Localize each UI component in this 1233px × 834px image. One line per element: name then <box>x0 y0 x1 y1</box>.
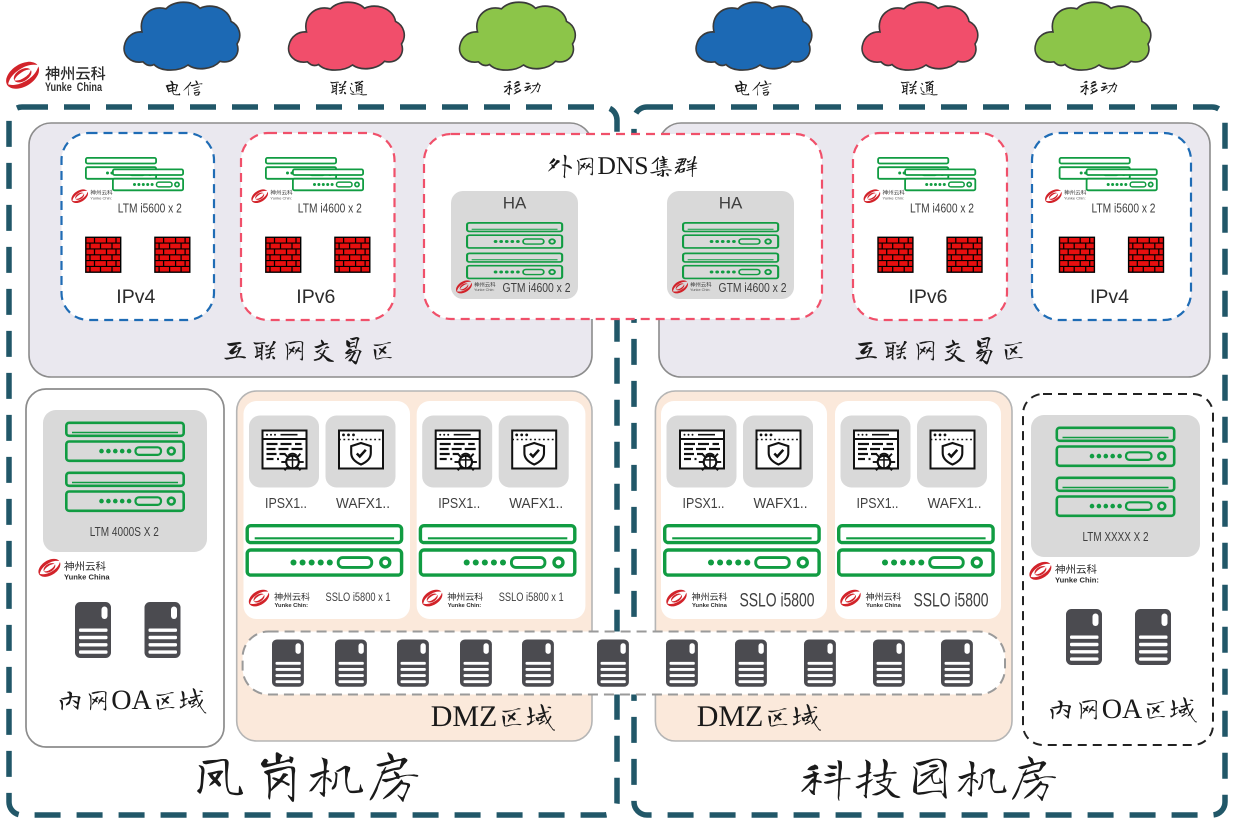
svg-text:LTM i4600 x 2: LTM i4600 x 2 <box>298 201 362 216</box>
svg-text:LTM XXXX X 2: LTM XXXX X 2 <box>1083 529 1149 544</box>
svg-text:HA: HA <box>719 194 743 213</box>
svg-text:SSLO i5800 x 1: SSLO i5800 x 1 <box>326 590 391 604</box>
svg-text:HA: HA <box>503 194 527 213</box>
svg-text:LTM i4600 x 2: LTM i4600 x 2 <box>910 201 974 216</box>
svg-text:LTM i5600 x 2: LTM i5600 x 2 <box>118 201 182 216</box>
svg-text:LTM 4000S X 2: LTM 4000S X 2 <box>90 524 159 539</box>
svg-text:GTM i4600 x 2: GTM i4600 x 2 <box>503 280 571 295</box>
svg-text:Yunke Chin:: Yunke Chin: <box>690 288 710 292</box>
svg-text:Yunke China: Yunke China <box>64 573 110 582</box>
svg-text:WAFX1..: WAFX1.. <box>336 495 390 512</box>
svg-text:WAFX1..: WAFX1.. <box>509 495 563 512</box>
svg-text:SSLO i5800 x 1: SSLO i5800 x 1 <box>499 590 564 604</box>
svg-text:IPv6: IPv6 <box>296 286 335 308</box>
svg-text:WAFX1..: WAFX1.. <box>754 495 808 512</box>
svg-text:Yunke Chin:: Yunke Chin: <box>1064 195 1086 200</box>
svg-text:GTM i4600 x 2: GTM i4600 x 2 <box>719 280 787 295</box>
svg-text:IPSX1..: IPSX1.. <box>265 495 307 512</box>
svg-text:IPv4: IPv4 <box>116 286 155 308</box>
svg-text:Yunke Chin:: Yunke Chin: <box>270 195 292 200</box>
svg-text:LTM i5600 x 2: LTM i5600 x 2 <box>1092 201 1156 216</box>
svg-text:Yunke Chin:: Yunke Chin: <box>448 603 482 609</box>
svg-text:IPSX1..: IPSX1.. <box>857 495 899 512</box>
svg-text:Yunke China: Yunke China <box>692 603 728 609</box>
svg-text:Yunke Chin:: Yunke Chin: <box>883 195 905 200</box>
svg-text:IPv6: IPv6 <box>908 286 947 308</box>
svg-text:IPv4: IPv4 <box>1090 286 1129 308</box>
svg-text:Yunke China: Yunke China <box>866 603 902 609</box>
svg-text:WAFX1..: WAFX1.. <box>928 495 982 512</box>
svg-text:Yunke China: Yunke China <box>45 80 102 94</box>
svg-text:Yunke Chin:: Yunke Chin: <box>474 288 494 292</box>
svg-text:Yunke Chin:: Yunke Chin: <box>90 195 112 200</box>
svg-text:IPSX1..: IPSX1.. <box>438 495 480 512</box>
svg-text:Yunke Chin:: Yunke Chin: <box>275 603 309 609</box>
svg-text:IPSX1..: IPSX1.. <box>683 495 725 512</box>
svg-text:SSLO i5800: SSLO i5800 <box>914 591 989 612</box>
svg-text:SSLO i5800: SSLO i5800 <box>740 591 815 612</box>
svg-text:Yunke Chin:: Yunke Chin: <box>1055 576 1099 585</box>
